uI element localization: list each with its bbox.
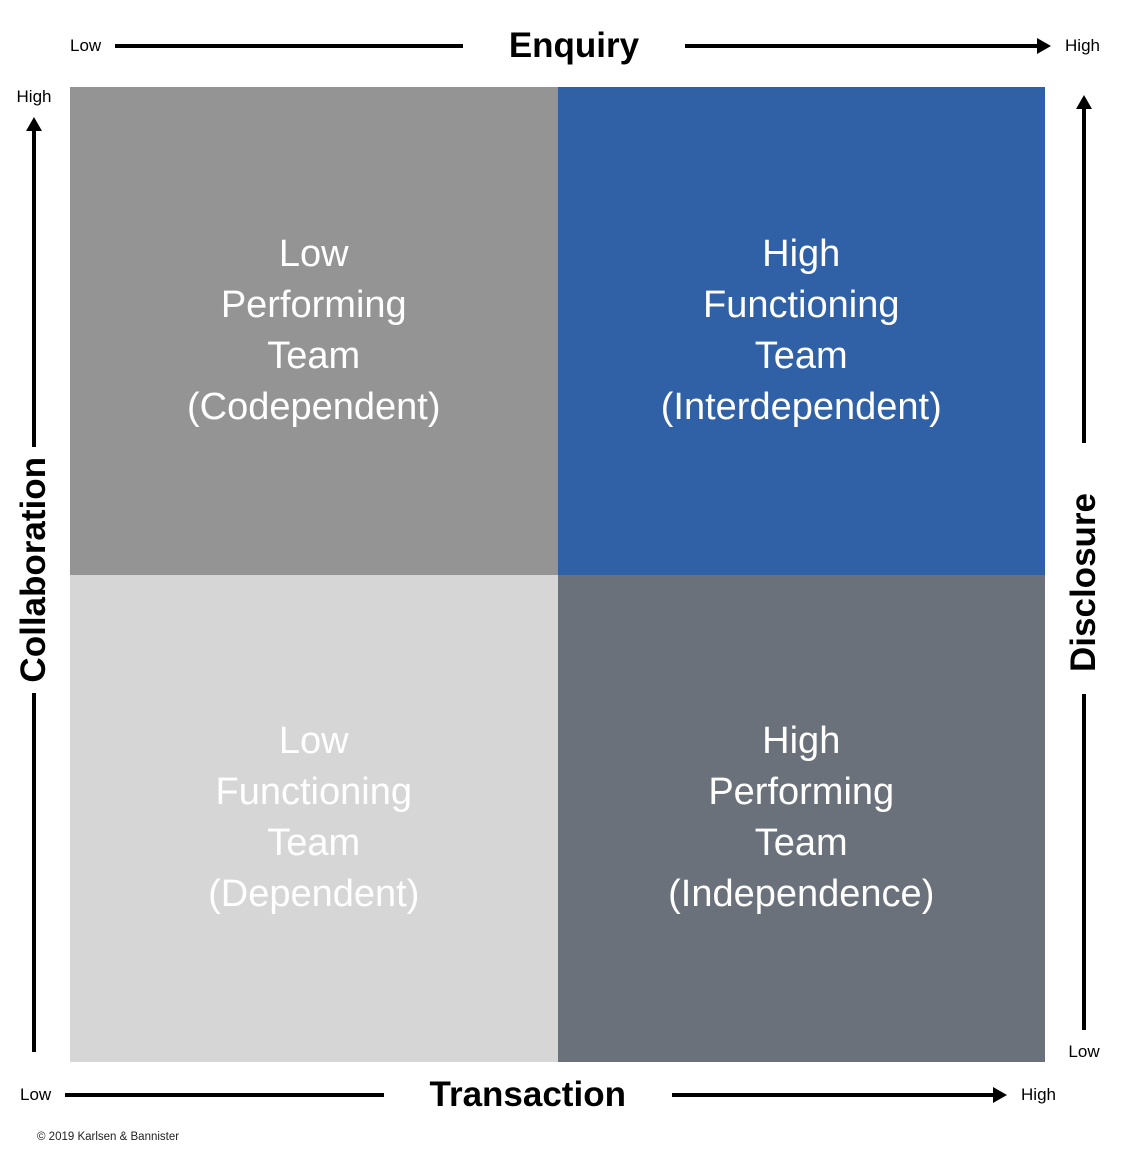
quadrant-label: Low Functioning Team (Dependent): [208, 716, 419, 920]
quadrant-high-functioning-team: High Functioning Team (Interdependent): [557, 87, 1045, 575]
copyright-notice: © 2019 Karlsen & Bannister: [37, 1131, 180, 1143]
quadrant-text-line: (Dependent): [208, 873, 420, 916]
quadrant-high-performing-team: High Performing Team (Independence): [557, 574, 1045, 1062]
arrow-up-icon: [26, 117, 42, 448]
quadrant-text-line: Low: [278, 720, 349, 763]
disclosure-axis-title: Disclosure: [1064, 493, 1103, 673]
transaction-axis-line: [65, 1093, 384, 1097]
disclosure-low-label: Low: [1068, 1042, 1100, 1061]
enquiry-high-label: High: [1065, 36, 1100, 55]
quadrant-label: Low Performing Team (Codependent): [187, 229, 441, 433]
collaboration-axis-line: [32, 692, 36, 1052]
collaboration-high-label: High: [16, 87, 52, 106]
arrow-right-icon: [685, 38, 1051, 54]
arrow-right-icon: [671, 1087, 1008, 1103]
disclosure-axis: Disclosure Low: [1060, 87, 1108, 1062]
quadrant-text-line: Performing: [220, 283, 407, 326]
enquiry-axis-line: [115, 44, 463, 48]
quadrant-text-line: Performing: [708, 771, 895, 814]
quadrant-text-line: (Independence): [668, 873, 935, 916]
transaction-high-label: High: [1021, 1085, 1056, 1104]
collaboration-axis: High Collaboration: [10, 87, 58, 1062]
enquiry-axis: Low Enquiry High: [70, 22, 1100, 70]
quadrant-text-line: (Codependent): [186, 385, 441, 428]
quadrant-text-line: High: [762, 232, 841, 275]
quadrant-grid: Low Performing Team (Codependent) High F…: [70, 87, 1045, 1062]
quadrant-text-line: (Interdependent): [660, 385, 942, 428]
quadrant-text-line: Low: [278, 232, 349, 275]
quadrant-low-performing-team: Low Performing Team (Codependent): [70, 87, 558, 575]
arrow-up-icon: [1076, 95, 1092, 444]
collaboration-axis-title: Collaboration: [14, 457, 53, 683]
quadrant-text-line: Team: [754, 822, 848, 865]
quadrant-text-line: Team: [754, 334, 848, 377]
enquiry-low-label: Low: [70, 36, 102, 55]
transaction-low-label: Low: [20, 1085, 52, 1104]
transaction-axis-title: Transaction: [429, 1075, 626, 1114]
transaction-axis: Low Transaction High: [20, 1071, 1056, 1119]
quadrant-text-line: High: [762, 720, 841, 763]
disclosure-axis-line: [1082, 694, 1086, 1030]
quadrant-text-line: Functioning: [703, 283, 900, 326]
quadrant-text-line: Team: [267, 822, 361, 865]
enquiry-axis-title: Enquiry: [508, 26, 640, 65]
quadrant-text-line: Team: [267, 334, 361, 377]
quadrant-low-functioning-team: Low Functioning Team (Dependent): [70, 574, 558, 1062]
quadrant-label: High Functioning Team (Interdependent): [661, 229, 942, 433]
quadrant-label: High Performing Team (Independence): [668, 716, 934, 920]
quadrant-text-line: Functioning: [215, 771, 412, 814]
